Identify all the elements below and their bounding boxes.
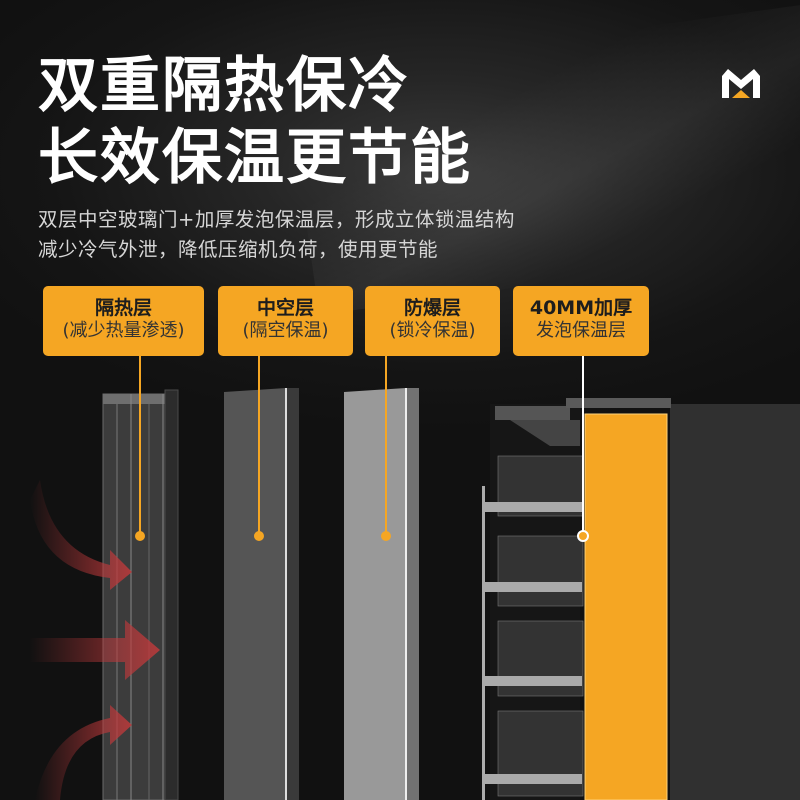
layer-card-foam: 40MM加厚 发泡保温层 (513, 286, 649, 356)
layer-title: 防爆层 (403, 297, 461, 319)
subtitle-line2: 减少冷气外泄，降低压缩机负荷，使用更节能 (38, 238, 439, 261)
fridge-cutaway-illustration (482, 398, 800, 800)
leader-line (139, 356, 141, 536)
layer-desc: 发泡保温层 (536, 320, 626, 341)
layer-desc: (隔空保温) (242, 320, 329, 341)
marker-dot (135, 531, 145, 541)
headline-line1: 双重隔热保冷 (38, 51, 410, 121)
layer-title: 隔热层 (94, 297, 152, 319)
marker-dot (577, 530, 589, 542)
layer-desc: (锁冷保温) (389, 320, 476, 341)
layer-card-explosion-proof: 防爆层 (锁冷保温) (365, 286, 500, 356)
layer-card-hollow: 中空层 (隔空保温) (218, 286, 353, 356)
layer-title: 中空层 (256, 297, 314, 319)
brand-logo-icon (722, 69, 760, 98)
heat-arrow-icons (30, 480, 160, 800)
leader-line (582, 356, 584, 532)
marker-dot (254, 531, 264, 541)
layer-card-insulation: 隔热层 (减少热量渗透) (43, 286, 204, 356)
leader-line (385, 356, 387, 536)
leader-line (258, 356, 260, 536)
layer-title: 40MM加厚 (529, 297, 633, 319)
headline-line2: 长效保温更节能 (38, 123, 472, 193)
layer-desc: (减少热量渗透) (62, 320, 185, 341)
glass-panel-explosion-proof (344, 388, 419, 800)
marker-dot (381, 531, 391, 541)
glass-panel-hollow (224, 388, 299, 800)
subtitle-line1: 双层中空玻璃门+加厚发泡保温层，形成立体锁温结构 (38, 208, 515, 231)
